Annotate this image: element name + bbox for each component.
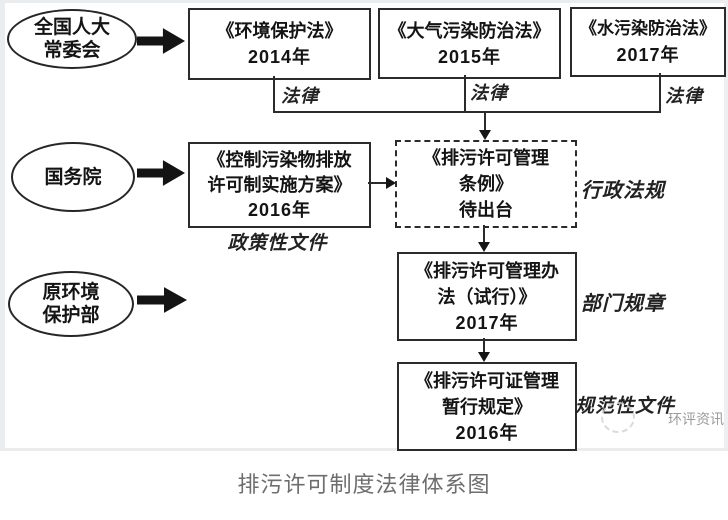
law-tag-1: 法律 xyxy=(281,86,319,107)
connector-law1-drop xyxy=(273,76,275,113)
law-tag-2: 法律 xyxy=(470,83,508,104)
connector-regulation-to-rule xyxy=(483,225,485,243)
normative-box: 《排污许可证管理 暂行规定》 2016年 xyxy=(397,362,577,451)
law-tag-3: 法律 xyxy=(665,86,703,107)
normative-line2: 暂行规定》 xyxy=(442,396,532,417)
law-title: 《水污染防治法》 xyxy=(580,19,716,38)
law-year: 2015年 xyxy=(437,46,502,67)
connector-law3-drop xyxy=(659,73,661,113)
regulation-line1: 《排污许可管理 xyxy=(423,148,549,168)
department-rule-line3: 2017年 xyxy=(455,312,519,333)
page-edge-top xyxy=(0,0,728,3)
law-box-environmental-protection: 《环境保护法》 2014年 xyxy=(188,8,371,80)
block-arrow-state-council-icon xyxy=(137,160,185,186)
normative-line3: 2016年 xyxy=(455,422,519,443)
law-box-water-pollution: 《水污染防治法》 2017年 xyxy=(570,7,726,77)
actor-ellipse-state-council: 国务院 xyxy=(11,142,135,212)
department-rule-box: 《排污许可管理办 法（试行）》 2017年 xyxy=(397,252,577,341)
connector-law2-drop xyxy=(464,75,466,113)
page-edge-right xyxy=(724,0,728,448)
regulation-line2: 条例》 xyxy=(459,174,513,194)
law-title: 《环境保护法》 xyxy=(216,21,343,41)
actor-mep-line2: 保护部 xyxy=(42,305,100,326)
regulation-tag: 行政法规 xyxy=(581,178,665,202)
figure-caption: 排污许可制度法律体系图 xyxy=(237,472,491,497)
block-arrow-mep-icon xyxy=(137,287,187,313)
law-title: 《大气污染防治法》 xyxy=(388,20,551,41)
connector-rule-to-normative xyxy=(483,338,485,353)
arrowhead-down-icon xyxy=(478,242,490,252)
page-edge-left xyxy=(0,0,5,448)
actor-state-council-line1: 国务院 xyxy=(44,166,102,188)
law-box-air-pollution: 《大气污染防治法》 2015年 xyxy=(378,8,561,79)
law-year: 2014年 xyxy=(247,47,312,67)
arrowhead-down-icon xyxy=(479,130,491,140)
actor-ellipse-mep: 原环境 保护部 xyxy=(8,271,134,337)
policy-box: 《控制污染物排放 许可制实施方案》 2016年 xyxy=(188,142,371,228)
section-divider xyxy=(0,448,728,451)
actor-ellipse-npc: 全国人大 常委会 xyxy=(7,9,137,69)
watermark-logo-icon xyxy=(601,402,635,433)
watermark-text: 环评资讯 xyxy=(668,412,724,428)
actor-npc-line1: 全国人大 xyxy=(33,17,110,38)
policy-line1: 《控制污染物排放 xyxy=(207,149,352,170)
department-rule-line2: 法（试行）》 xyxy=(437,286,537,307)
policy-line2: 许可制实施方案》 xyxy=(207,174,352,195)
actor-npc-line2: 常委会 xyxy=(43,40,101,61)
department-rule-line1: 《排污许可管理办 xyxy=(415,260,559,281)
normative-line1: 《排污许可证管理 xyxy=(415,370,559,391)
connector-merge-to-regulation xyxy=(484,113,486,132)
department-rule-tag: 部门规章 xyxy=(581,291,665,315)
regulation-line3: 待出台 xyxy=(459,200,513,220)
connector-merge-line xyxy=(273,111,661,113)
block-arrow-npc-icon xyxy=(137,28,185,54)
actor-mep-line1: 原环境 xyxy=(42,282,100,303)
law-year: 2017年 xyxy=(616,45,680,65)
arrowhead-right-icon xyxy=(386,177,396,189)
regulation-box-dashed: 《排污许可管理 条例》 待出台 xyxy=(395,140,577,228)
connector-policy-to-regulation xyxy=(368,182,388,184)
policy-line3: 2016年 xyxy=(247,199,312,220)
arrowhead-down-icon xyxy=(478,352,490,362)
policy-tag: 政策性文件 xyxy=(227,232,328,254)
